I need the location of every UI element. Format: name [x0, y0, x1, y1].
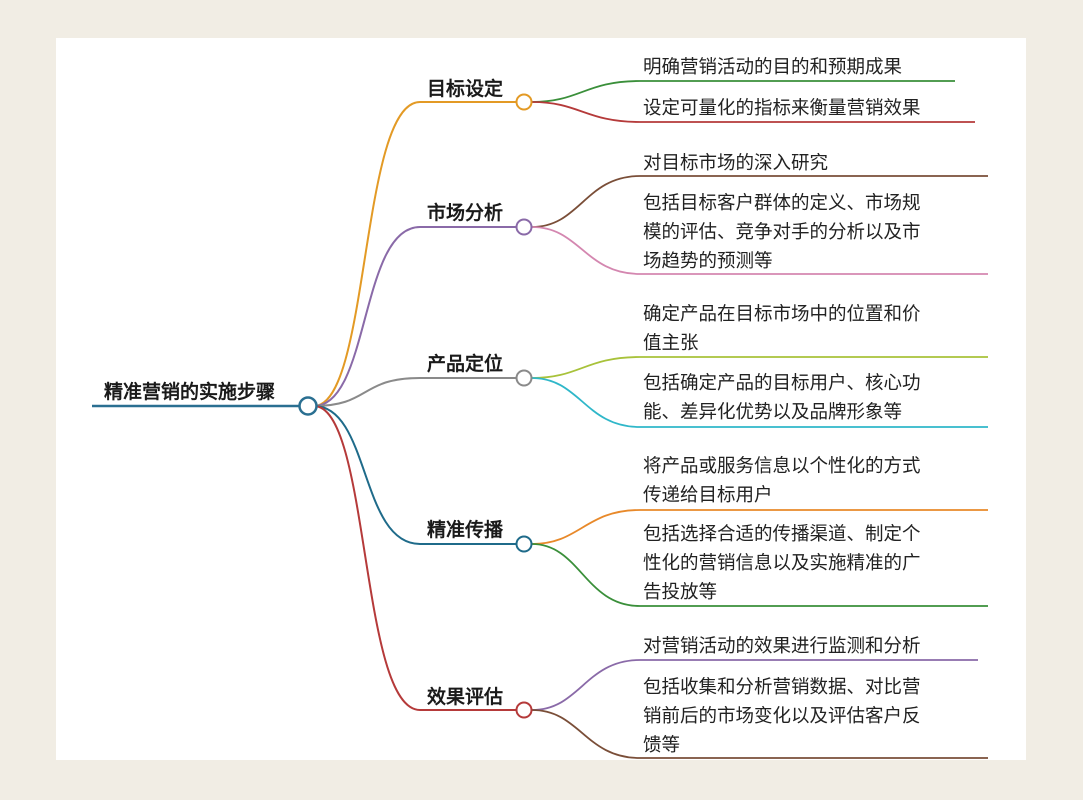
- leaf-connector: [531, 377, 641, 428]
- root-node-circle: [298, 396, 318, 416]
- leaf-connector: [531, 175, 641, 228]
- branch-node-circle: [515, 535, 533, 553]
- leaf-market-2: 包括目标客户群体的定义、市场规 模的评估、竞争对手的分析以及市 场趋势的预测等: [643, 193, 921, 272]
- leaf-market-1: 对目标市场的深入研究: [643, 153, 829, 174]
- leaf-goal-2: 设定可量化的指标来衡量营销效果: [643, 98, 921, 119]
- branch-node-circle: [515, 369, 533, 387]
- branch-node-circle: [515, 93, 533, 111]
- branch-connector: [313, 377, 421, 407]
- branch-label-precision-communication: 精准传播: [427, 519, 504, 541]
- branch-node-circle: [515, 701, 533, 719]
- leaf-communication-1: 将产品或服务信息以个性化的方式 传递给目标用户: [643, 456, 921, 506]
- branch-label-effect-evaluation: 效果评估: [427, 686, 504, 708]
- branch-node-circle: [515, 218, 533, 236]
- root-node-label: 精准营销的实施步骤: [104, 381, 276, 403]
- leaf-connector: [531, 356, 641, 379]
- leaf-connector: [531, 80, 641, 103]
- leaf-evaluation-1: 对营销活动的效果进行监测和分析: [643, 636, 921, 657]
- paper-sheet: [56, 38, 1026, 760]
- branch-label-goal-setting: 目标设定: [427, 78, 504, 100]
- leaf-communication-2: 包括选择合适的传播渠道、制定个 性化的营销信息以及实施精准的广 告投放等: [643, 524, 921, 603]
- branch-connector: [313, 226, 421, 407]
- branch-label-market-analysis: 市场分析: [427, 202, 504, 224]
- leaf-product-2: 包括确定产品的目标用户、核心功 能、差异化优势以及品牌形象等: [643, 373, 921, 423]
- branch-connector: [313, 405, 421, 545]
- leaf-product-1: 确定产品在目标市场中的位置和价 值主张: [643, 304, 921, 354]
- branch-connector: [313, 405, 421, 711]
- leaf-connector: [531, 709, 641, 759]
- leaf-connector: [531, 226, 641, 275]
- leaf-evaluation-2: 包括收集和分析营销数据、对比营 销前后的市场变化以及评估客户反 馈等: [643, 677, 921, 756]
- branch-label-product-positioning: 产品定位: [427, 353, 504, 375]
- leaf-connector: [531, 543, 641, 607]
- branch-connector: [313, 101, 421, 407]
- leaf-goal-1: 明确营销活动的目的和预期成果: [643, 57, 903, 78]
- leaf-connector: [531, 659, 641, 711]
- leaf-connector: [531, 509, 641, 545]
- leaf-connector: [531, 101, 641, 123]
